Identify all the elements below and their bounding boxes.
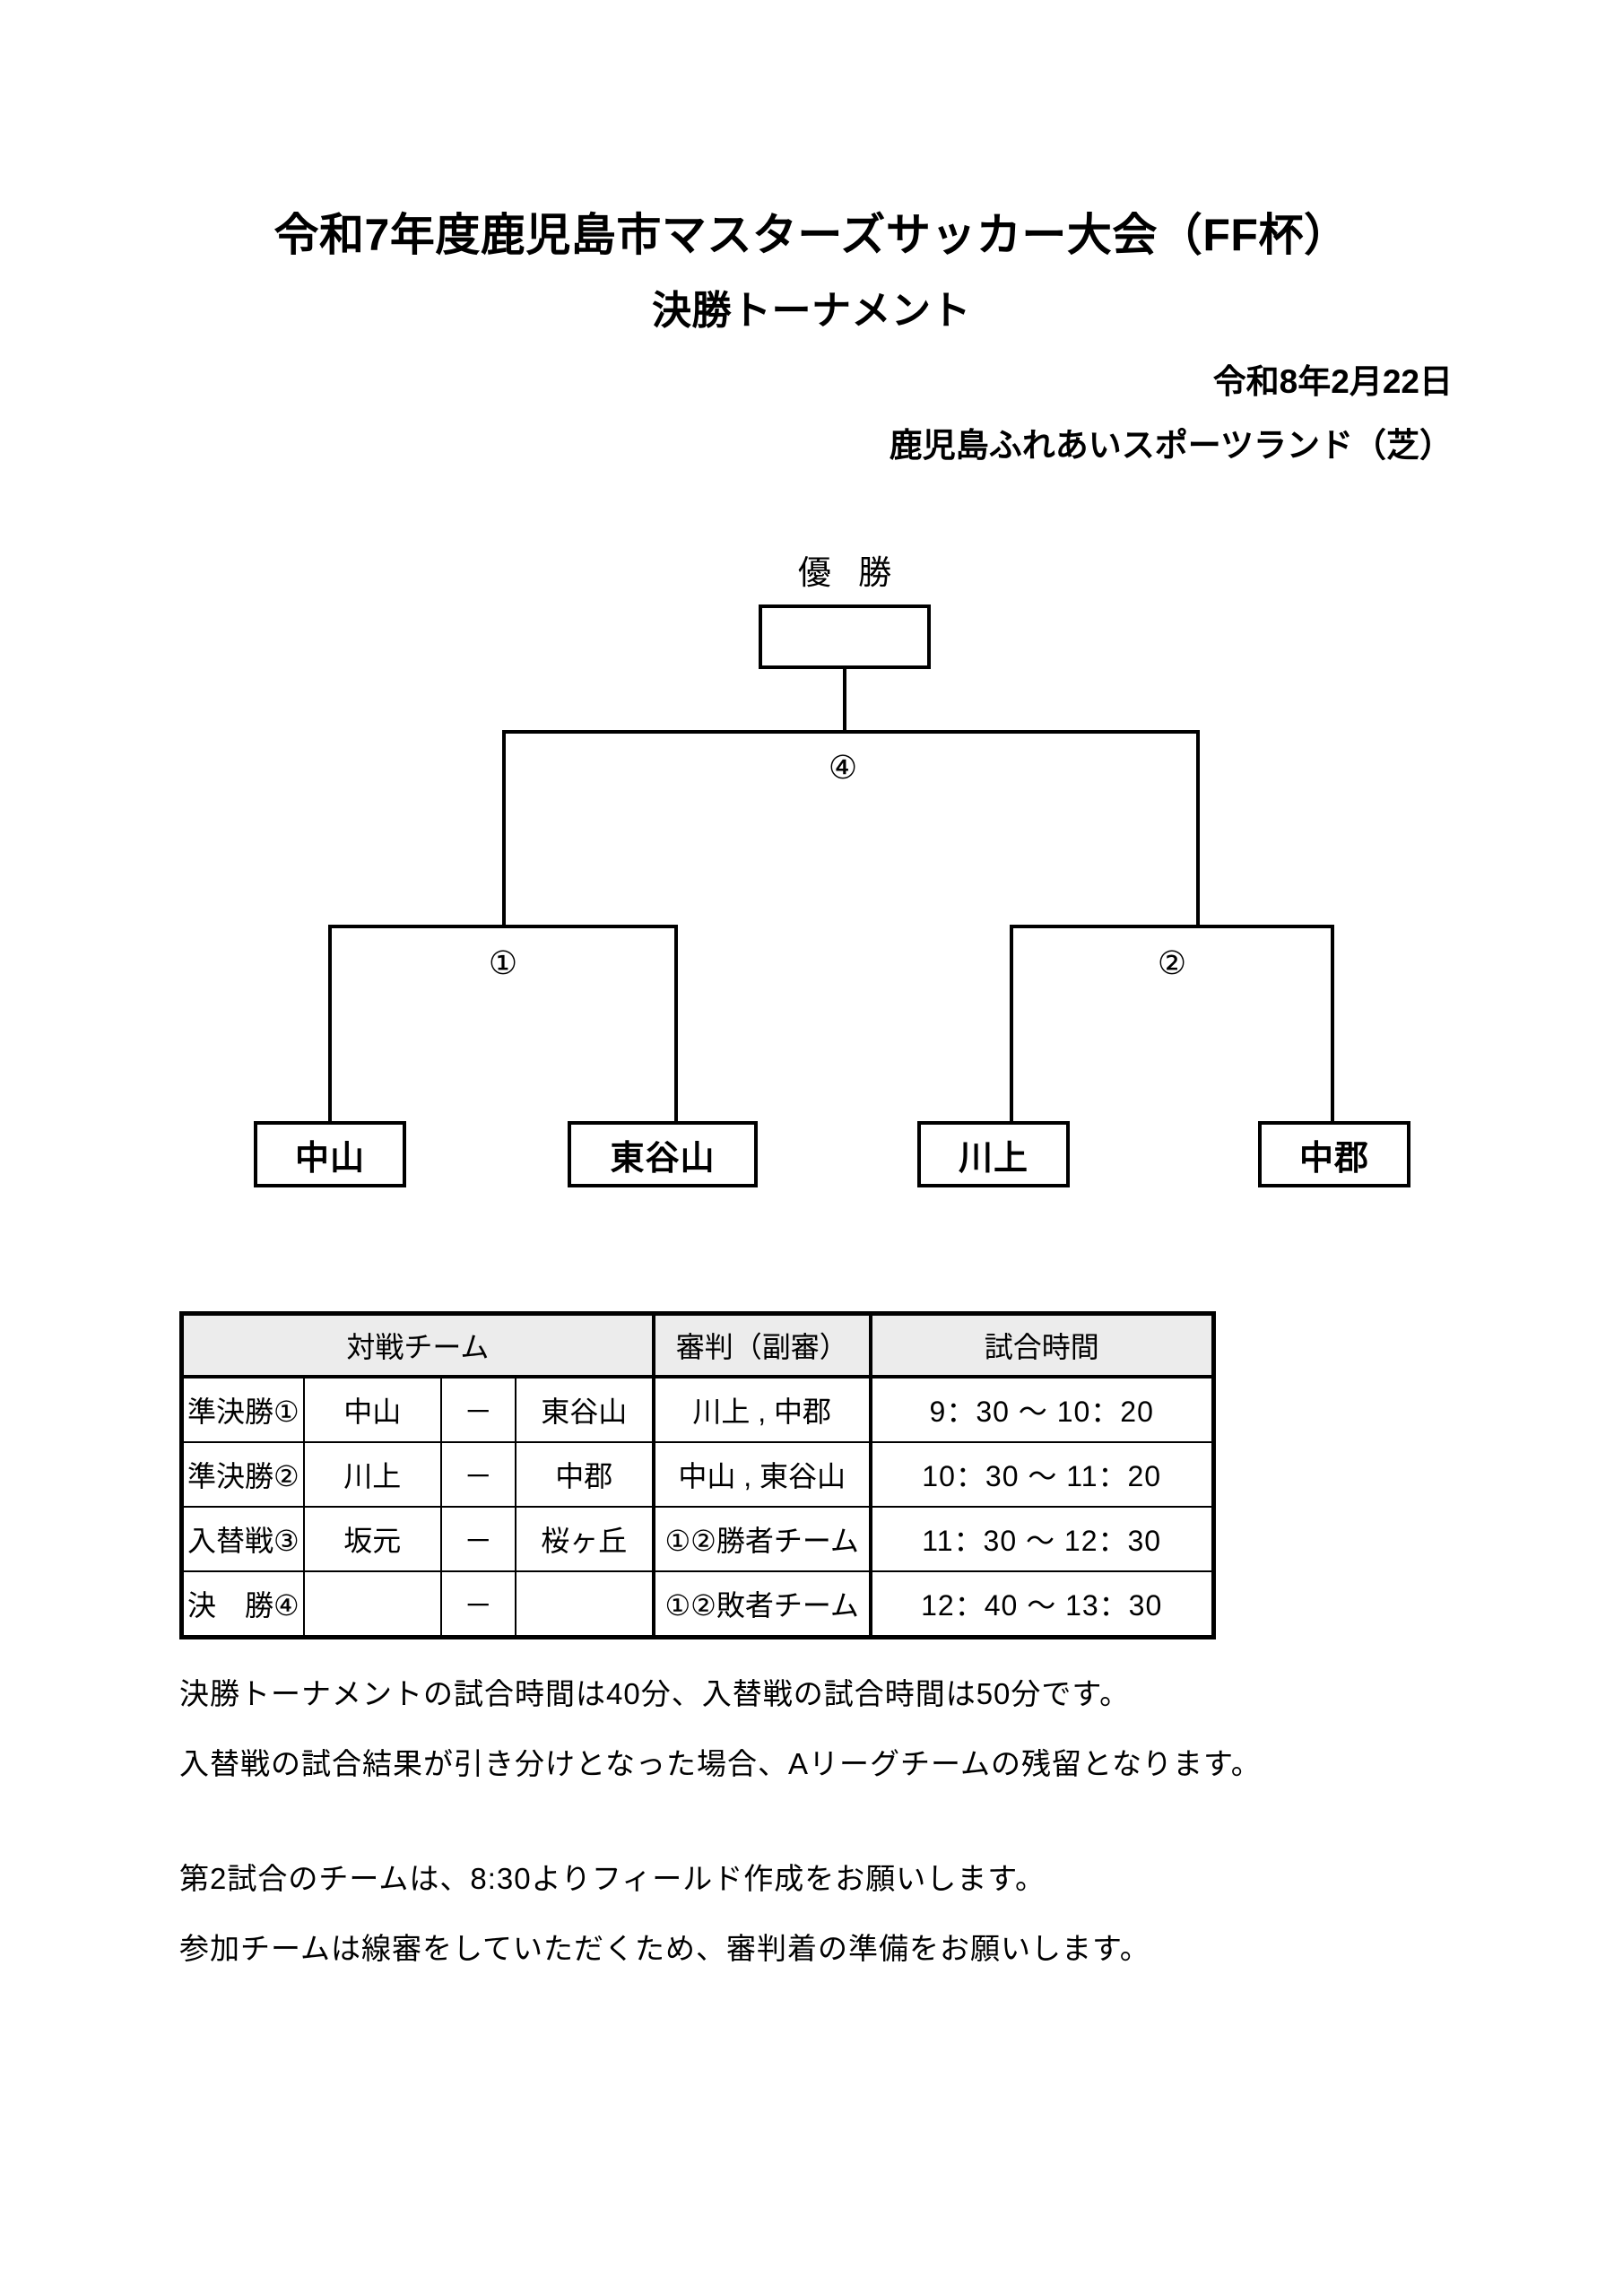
cell-dash: － (439, 1506, 516, 1572)
cell-team-a[interactable] (302, 1570, 442, 1639)
cell-team-a: 川上 (302, 1441, 442, 1508)
final-left-drop (502, 730, 506, 926)
cell-time: 12：40 ～ 13：30 (869, 1570, 1216, 1639)
final-crossbar (502, 730, 1200, 734)
table-row: 準決勝② 川上 － 中郡 中山 , 東谷山 10：30 ～ 11：20 (178, 1441, 1216, 1508)
match-number-final: ④ (828, 749, 858, 786)
bracket-team-box[interactable]: 中山 (254, 1121, 406, 1187)
note-text: 入替戦の試合結果が引き分けとなった場合、Aリーグチームの残留となります。 (179, 1747, 1262, 1780)
cell-stage: 準決勝① (178, 1376, 305, 1443)
semifinal-left-drop-a (328, 925, 332, 1125)
cell-time: 9：30 ～ 10：20 (869, 1376, 1216, 1443)
cell-time: 11：30 ～ 12：30 (869, 1506, 1216, 1572)
note-text: 参加チームは線審をしていただくため、審判着の準備をお願いします。 (179, 1932, 1150, 1965)
cell-team-b: 東谷山 (514, 1376, 655, 1443)
match-schedule-table: 対戦チーム 審判（副審） 試合時間 準決勝① 中山 － 東谷山 川上 , 中郡 … (178, 1311, 1216, 1639)
cell-team-b: 中郡 (514, 1441, 655, 1508)
cell-team-a: 中山 (302, 1376, 442, 1443)
cell-referee: 中山 , 東谷山 (651, 1441, 872, 1508)
note-text: 決勝トーナメントの試合時間は40分、入替戦の試合時間は50分です。 (179, 1677, 1131, 1710)
cell-team-b: 桜ヶ丘 (514, 1506, 655, 1572)
cell-team-a: 坂元 (302, 1506, 442, 1572)
table-row: 入替戦③ 坂元 － 桜ヶ丘 ①②勝者チーム 11：30 ～ 12：30 (178, 1506, 1216, 1572)
champion-stem (843, 669, 846, 734)
semifinal-left-drop-b (674, 925, 678, 1125)
cell-stage: 入替戦③ (178, 1506, 305, 1572)
table-header-row: 対戦チーム 審判（副審） 試合時間 (178, 1311, 1216, 1378)
header-time: 試合時間 (869, 1311, 1216, 1378)
header-referee: 審判（副審） (651, 1311, 872, 1378)
header-matchup: 対戦チーム (178, 1311, 655, 1378)
cell-stage: 決 勝④ (178, 1570, 305, 1639)
cell-stage: 準決勝② (178, 1441, 305, 1508)
tournament-bracket: 優 勝 ④ ① ② 中山 東谷山 川上 中郡 (254, 554, 1410, 1187)
note-text: 第2試合のチームは、8:30よりフィールド作成をお願いします。 (179, 1862, 1046, 1895)
champion-label: 優 勝 (797, 554, 901, 591)
table-row: 準決勝① 中山 － 東谷山 川上 , 中郡 9：30 ～ 10：20 (178, 1376, 1216, 1443)
event-venue: 鹿児島ふれあいスポーツランド（芝） (889, 427, 1453, 464)
cell-dash: － (439, 1376, 516, 1443)
page-title: 令和7年度鹿児島市マスターズサッカー大会（FF杯） (273, 210, 1350, 260)
final-right-drop (1196, 730, 1200, 926)
champion-box[interactable] (759, 604, 931, 669)
bracket-team-box[interactable]: 東谷山 (568, 1121, 758, 1187)
semifinal-right-drop-a (1010, 925, 1013, 1125)
match-number-semifinal-right: ② (1157, 944, 1187, 981)
cell-dash: － (439, 1570, 516, 1639)
semifinal-right-crossbar (1010, 925, 1334, 928)
semifinal-right-drop-b (1331, 925, 1334, 1125)
cell-referee: ①②勝者チーム (651, 1506, 872, 1572)
cell-team-b[interactable] (514, 1570, 655, 1639)
page-subtitle: 決勝トーナメント (652, 289, 971, 333)
bracket-team-box[interactable]: 川上 (917, 1121, 1070, 1187)
match-number-semifinal-left: ① (488, 944, 518, 981)
event-date: 令和8年2月22日 (1212, 363, 1453, 400)
cell-referee: ①②敗者チーム (651, 1570, 872, 1639)
cell-time: 10：30 ～ 11：20 (869, 1441, 1216, 1508)
cell-referee: 川上 , 中郡 (651, 1376, 872, 1443)
semifinal-left-crossbar (328, 925, 678, 928)
bracket-team-box[interactable]: 中郡 (1258, 1121, 1410, 1187)
table-row: 決 勝④ － ①②敗者チーム 12：40 ～ 13：30 (178, 1570, 1216, 1639)
cell-dash: － (439, 1441, 516, 1508)
